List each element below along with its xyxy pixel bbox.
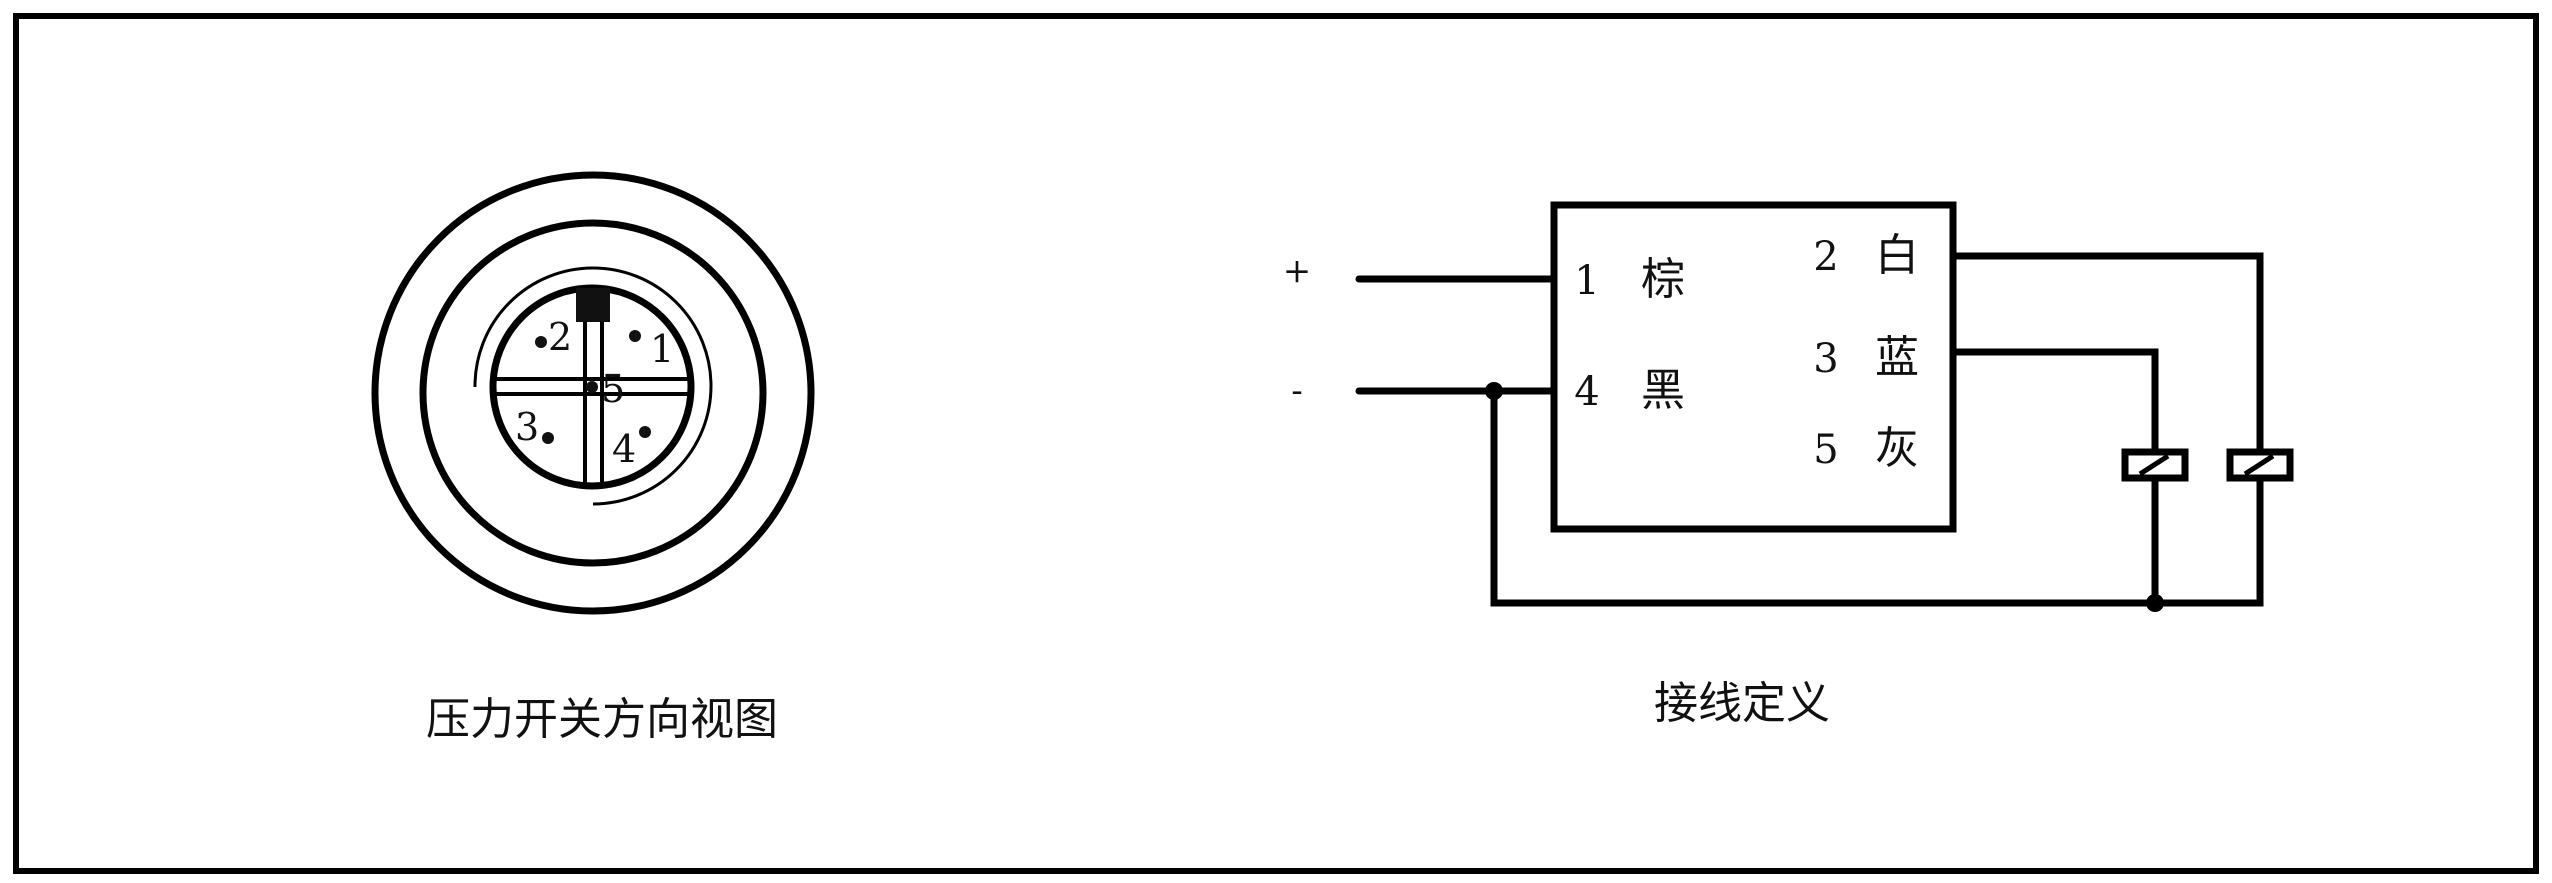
pin-label: 4 — [612, 427, 636, 471]
pin-label: 3 — [515, 405, 539, 449]
wire-color: 黑 — [1641, 365, 1685, 416]
wire-color: 棕 — [1641, 254, 1685, 305]
pin-dot — [535, 336, 547, 348]
junction-dot — [2146, 594, 2164, 612]
pin-dot — [586, 381, 598, 393]
output-loop-wire — [1490, 252, 2264, 607]
output-wire — [1953, 348, 2159, 603]
pin-number: 5 — [1813, 427, 1838, 473]
load-resistor — [2121, 448, 2189, 482]
wire-color: 蓝 — [1875, 332, 1919, 383]
pin-label: 2 — [548, 315, 572, 359]
pin-dot — [542, 432, 554, 444]
connector-view: 1 2 3 4 5 压力开关方向视图 — [371, 171, 815, 745]
outer-frame — [13, 13, 2539, 874]
pin-label: 5 — [601, 367, 625, 411]
middle-ring — [419, 219, 767, 567]
pin-number: 4 — [1574, 369, 1599, 415]
pin-number: 1 — [1574, 258, 1599, 304]
pin-number: 2 — [1813, 234, 1838, 280]
outer-ring — [371, 171, 815, 615]
wiring-diagram: + - 1 棕 4 黑 2 白 3 蓝 5 灰 接线定义 — [1283, 201, 2294, 729]
connector-caption: 压力开关方向视图 — [426, 694, 778, 745]
sensor-box — [1550, 201, 1957, 533]
wire-color: 白 — [1875, 230, 1919, 281]
key-notch — [576, 288, 610, 322]
pin-dot — [629, 330, 641, 342]
negative-label: - — [1291, 371, 1303, 411]
wiring-caption: 接线定义 — [1654, 678, 1830, 729]
rotation-arc — [473, 266, 713, 506]
positive-label: + — [1283, 251, 1312, 291]
pin-number: 3 — [1813, 336, 1838, 382]
load-resistor — [2226, 448, 2294, 482]
wire-color: 灰 — [1875, 423, 1919, 474]
pin-dot — [639, 426, 651, 438]
pin-label: 1 — [650, 327, 674, 371]
